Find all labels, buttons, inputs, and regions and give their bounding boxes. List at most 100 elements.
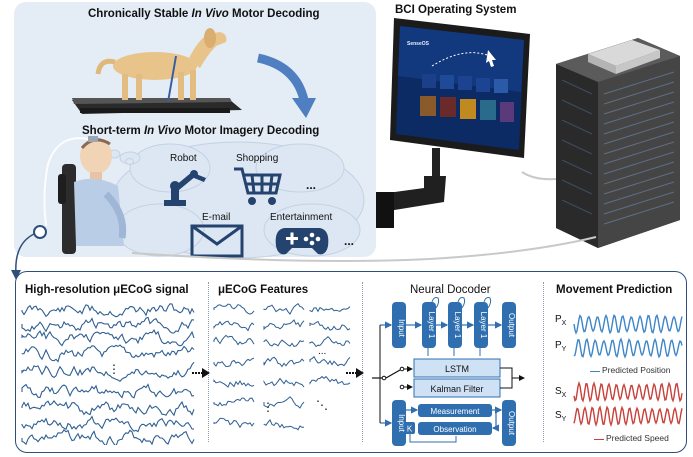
decoder-input-label: Input: [397, 319, 406, 338]
signal-trace: [21, 415, 195, 433]
signal-trace: [21, 329, 195, 347]
decoder-output-box: [502, 400, 516, 446]
speed-x-trace: [573, 380, 683, 403]
speed-y-trace: [573, 405, 683, 428]
chronic-decoding-title: Chronically Stable In Vivo Motor Decodin…: [88, 8, 320, 20]
signal-title: High-resolution μECoG signal: [25, 284, 189, 296]
decoder-input-box: [392, 302, 406, 348]
bottom-cable: [131, 236, 597, 262]
decoder-layer-label: Layer 1: [427, 312, 436, 339]
bubble-ellipsis-1: ...: [306, 178, 317, 192]
position-legend-line: [590, 371, 600, 372]
decoder-input-label: Input: [397, 414, 406, 433]
robot-label: Robot: [170, 153, 197, 164]
bubble-ellipsis-2: ...: [344, 234, 355, 248]
robot-arm-icon: [164, 170, 206, 206]
neural-decoder-diagram: Input Layer 1 Layer 1 Layer 1 Output LST…: [372, 297, 525, 446]
px-label: PX: [555, 314, 567, 327]
prediction-title: Movement Prediction: [556, 284, 673, 296]
feature-trace: [263, 396, 305, 409]
feature-trace: [309, 320, 351, 331]
decoder-layer-label: Layer 1: [479, 312, 488, 339]
measurement-label: Measurement: [431, 407, 481, 416]
gamepad-icon: [275, 228, 329, 255]
feature-trace: [309, 375, 351, 386]
thought-dot-1: [125, 158, 134, 165]
position-legend: Predicted Position: [602, 365, 671, 375]
feature-trace: [213, 303, 255, 315]
signal-trace: [21, 429, 195, 445]
py-label: PY: [555, 340, 567, 353]
feature-trace: [309, 306, 351, 313]
feature-trace: [309, 335, 351, 348]
feature-trace: [263, 319, 305, 331]
kalman-label: Kalman Filter: [430, 384, 483, 394]
observation-box: [418, 422, 492, 435]
decoder-title: Neural Docoder: [410, 284, 491, 296]
switch-block: [372, 366, 413, 390]
email-label: E-mail: [202, 212, 231, 223]
lstm-network-row: [380, 297, 516, 356]
decoder-output-box: [502, 302, 516, 348]
bottom-panel: [15, 271, 687, 453]
signal-trace: [21, 383, 195, 399]
prediction-traces: [573, 313, 683, 428]
screen-logo: SenseOS: [407, 41, 429, 47]
monitor-icon: [376, 18, 530, 228]
decoder-output-label: Output: [507, 313, 516, 338]
transition-arrow-icon: [256, 53, 316, 118]
decoder-layer-box: [474, 302, 488, 348]
separator-2: [362, 282, 363, 442]
dog-treadmill-illustration: [72, 28, 242, 114]
treadmill-icon: [72, 98, 242, 114]
email-icon: [190, 224, 244, 258]
feature-trace: [213, 357, 255, 368]
signal-trace: [21, 303, 195, 318]
speed-legend: Predicted Speed: [606, 433, 669, 443]
position-y-trace: [573, 337, 683, 359]
person-icon: [43, 136, 127, 254]
feature-trace: [263, 418, 305, 431]
feature-trace: [213, 334, 255, 346]
arrow-icon: [346, 368, 364, 378]
signal-trace: [21, 344, 195, 363]
feature-trace: [213, 397, 255, 407]
features-title: μECoG Features: [218, 284, 309, 296]
feature-trace: [263, 303, 305, 316]
speed-legend-line: [594, 439, 604, 440]
feature-trace: [213, 320, 255, 332]
dog-icon: [95, 28, 227, 103]
sx-label: SX: [555, 386, 567, 399]
position-x-trace: [573, 313, 683, 335]
feature-trace: [309, 355, 351, 367]
feature-trace: [263, 377, 305, 388]
decoder-layer-box: [448, 302, 462, 348]
kalman-filter-row: [379, 325, 516, 446]
shopping-cart-icon: [234, 167, 282, 205]
bci-os-title: BCI Operating System: [395, 4, 517, 16]
lstm-label: LSTM: [445, 364, 469, 374]
k-box: [404, 422, 415, 434]
sy-label: SY: [555, 410, 567, 423]
separator-3: [543, 282, 544, 442]
feature-trace: [213, 379, 255, 388]
signal-trace: [21, 399, 195, 417]
raw-signal-traces: [21, 303, 195, 445]
feature-trace: [263, 356, 305, 368]
connector-line: [11, 225, 47, 280]
measurement-box: [418, 404, 492, 417]
decoder-layer-label: Layer 1: [453, 312, 462, 339]
features-ddots: ⋱: [316, 398, 328, 412]
feature-traces: [213, 303, 351, 431]
k-label: K: [407, 425, 413, 434]
decoder-output-label: Output: [507, 411, 516, 436]
arrow-icon: [192, 368, 210, 378]
feature-trace: [263, 338, 305, 347]
observation-label: Observation: [433, 425, 476, 434]
feature-trace: [213, 417, 255, 429]
signal-trace: [21, 361, 195, 383]
decoder-layer-box: [422, 302, 436, 348]
shortterm-decoding-title: Short-term In Vivo Motor Imagery Decodin…: [82, 125, 320, 137]
server-icon: [556, 38, 680, 248]
signal-vdots: ⋮: [108, 362, 120, 376]
